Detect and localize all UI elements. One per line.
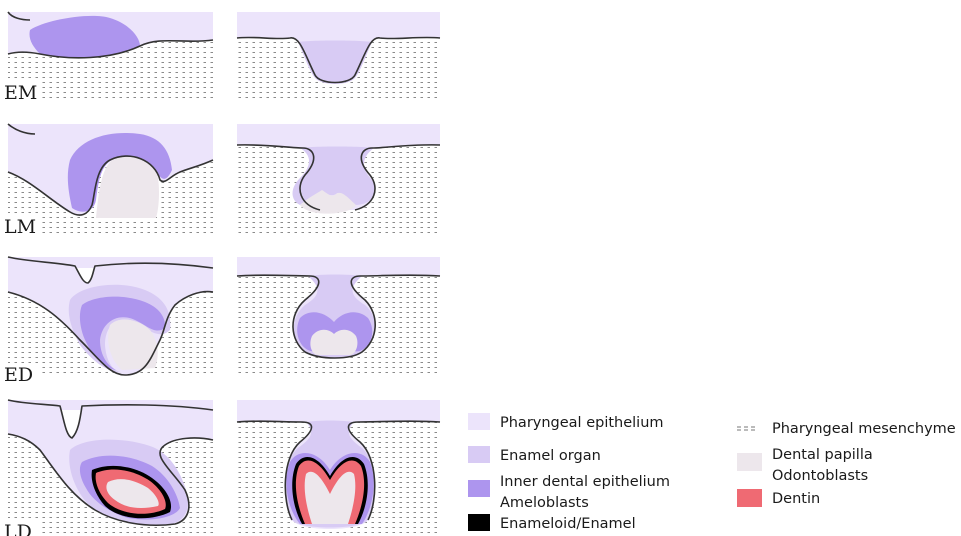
legend-label-dental-papilla: Dental papilla	[772, 447, 873, 463]
stage-label-em: EM	[4, 82, 37, 104]
legend-swatch-dentin	[737, 489, 762, 507]
stage-label-ed: ED	[4, 364, 33, 386]
stage-lm-frontal	[237, 124, 440, 234]
stage-em-frontal	[237, 12, 440, 100]
legend-swatch-mesenchyme	[737, 427, 755, 430]
legend-label-dentin: Dentin	[772, 491, 820, 507]
legend-label-pharyngeal-mesenchyme: Pharyngeal mesenchyme	[772, 421, 956, 437]
legend-label-ameloblasts: Ameloblasts	[500, 495, 589, 511]
legend-label-inner-dental-epithelium: Inner dental epithelium	[500, 474, 670, 490]
legend-label-pharyngeal-epithelium: Pharyngeal epithelium	[500, 415, 664, 431]
legend-label-odontoblasts: Odontoblasts	[772, 468, 868, 484]
stage-ld-sagittal	[8, 400, 213, 534]
stage-ld-frontal	[237, 400, 440, 534]
legend-right: Pharyngeal mesenchyme Dental papilla Odo…	[737, 421, 956, 507]
legend-swatch-enamel-organ	[468, 446, 490, 463]
legend-label-enamel-organ: Enamel organ	[500, 448, 601, 464]
legend-left: Pharyngeal epithelium Enamel organ Inner…	[468, 413, 670, 532]
legend-swatch-pharyngeal-epithelium	[468, 413, 490, 430]
stage-ed-frontal	[237, 257, 440, 377]
stage-ed-sagittal	[8, 257, 213, 377]
legend-swatch-enameloid	[468, 514, 490, 531]
stage-label-ld: LD	[4, 521, 32, 536]
legend-swatch-inner-dental-epithelium	[468, 480, 490, 497]
legend-swatch-dental-papilla	[737, 453, 762, 471]
legend-label-enameloid: Enameloid/Enamel	[500, 516, 636, 532]
stage-label-lm: LM	[4, 216, 36, 238]
